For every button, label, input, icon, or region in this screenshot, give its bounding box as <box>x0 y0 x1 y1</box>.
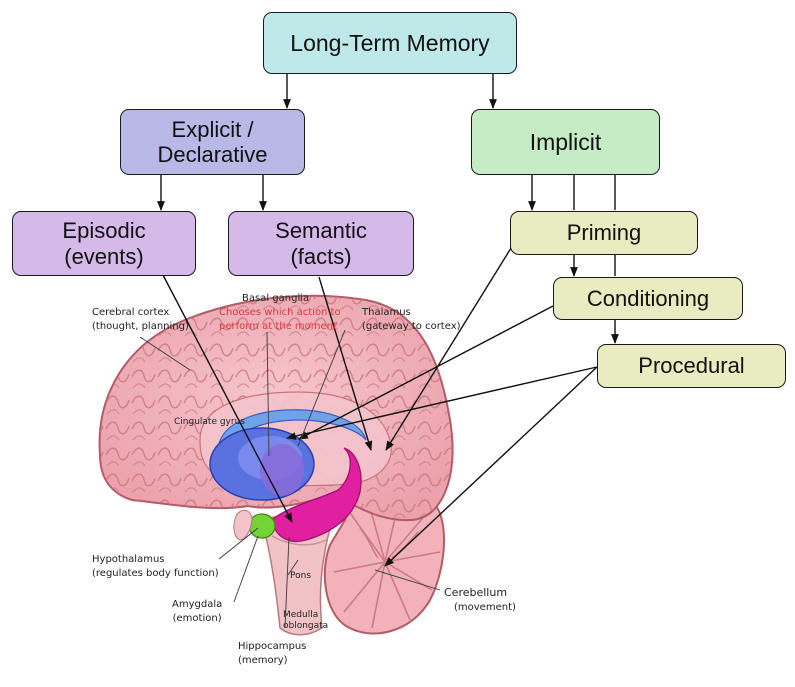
conditioning-label: Conditioning <box>586 285 710 311</box>
basal-ganglia-title: Basal ganglia <box>242 293 310 304</box>
basal-ganglia-note: Chooses which action to perform at the m… <box>219 307 341 332</box>
cerebral-cortex-label: Cerebral cortex (thought, planning) <box>92 307 189 332</box>
hierarchy-connectors <box>157 73 619 344</box>
hippocampus <box>271 447 362 543</box>
hypothalamus <box>233 509 253 541</box>
procedural-label: Procedural <box>638 353 745 379</box>
procedural-box: Procedural <box>597 344 786 388</box>
semantic-box: Semantic (facts) <box>228 211 414 276</box>
label-leaders <box>139 329 441 629</box>
priming-box: Priming <box>510 211 698 255</box>
conditioning-box: Conditioning <box>553 277 743 320</box>
cerebellum-title: Cerebellum <box>444 586 508 599</box>
cingulate-gyrus-label: Cingulate gyrus <box>174 417 245 427</box>
explicit-declarative-label: Explicit / Declarative <box>157 116 268 167</box>
explicit-declarative-box: Explicit / Declarative <box>120 109 305 175</box>
cerebellum-subtitle: (movement) <box>454 602 516 613</box>
long-term-memory-label: Long-Term Memory <box>290 29 490 56</box>
amygdala <box>248 513 276 539</box>
implicit-label: Implicit <box>529 128 602 155</box>
episodic-label: Episodic (events) <box>62 218 146 269</box>
priming-label: Priming <box>566 220 642 246</box>
long-term-memory-box: Long-Term Memory <box>263 12 517 74</box>
implicit-box: Implicit <box>471 109 660 175</box>
semantic-label: Semantic (facts) <box>275 218 367 269</box>
pons-label: Pons <box>290 571 312 581</box>
episodic-box: Episodic (events) <box>12 211 196 276</box>
medulla-label: Medulla oblongata <box>283 610 329 631</box>
hypothalamus-label: Hypothalamus (regulates body function) <box>92 554 219 579</box>
region-arrows <box>162 239 598 567</box>
amygdala-label: Amygdala (emotion) <box>172 599 223 624</box>
thalamus-label: Thalamus (gateway to cortex) <box>362 307 461 332</box>
hippocampus-label: Hippocampus (memory) <box>238 641 307 666</box>
